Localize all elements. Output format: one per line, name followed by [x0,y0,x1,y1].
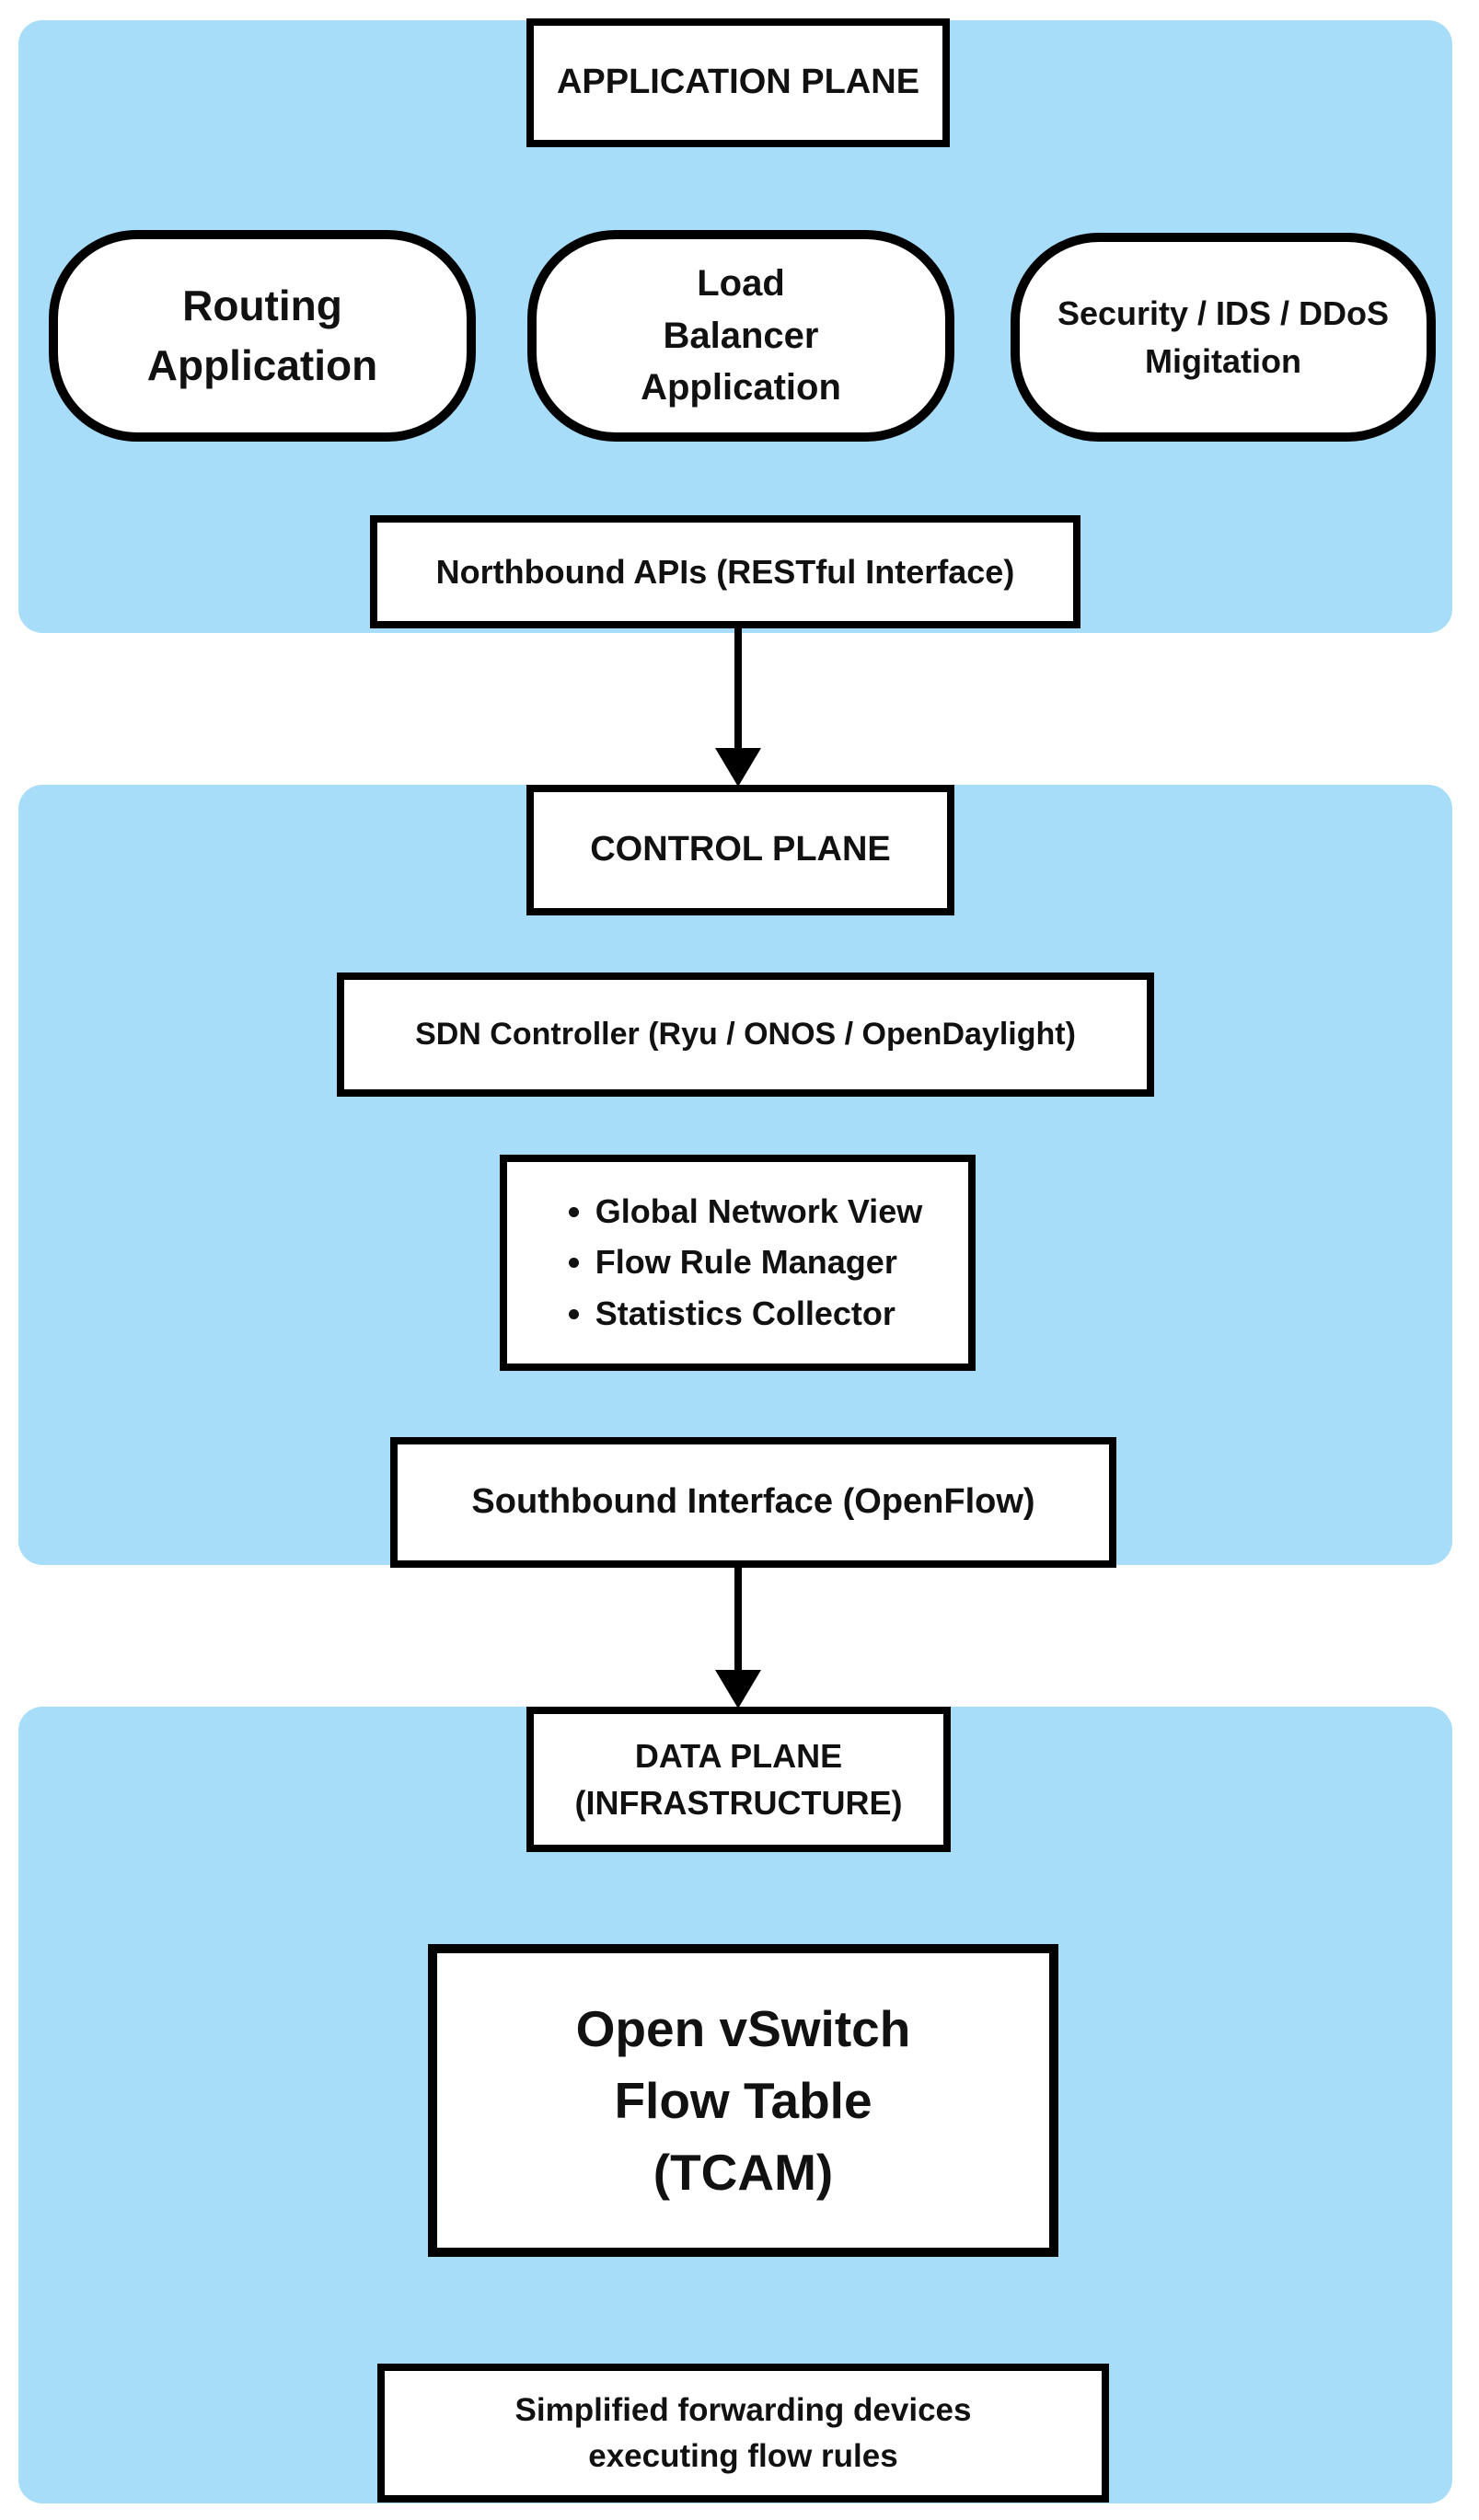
arrow-down-icon [715,1670,761,1709]
data-plane-title: DATA PLANE (INFRASTRUCTURE) [574,1736,903,1822]
forwarding-devices-note-label: Simplified forwarding devices executing … [514,2391,972,2474]
routing-application-label: Routing Application [146,281,378,389]
arrow-down-icon [715,748,761,787]
application-plane-title-box: APPLICATION PLANE [526,18,950,147]
sdn-controller-label: SDN Controller (Ryu / ONOS / OpenDayligh… [415,1017,1076,1053]
northbound-apis-box: Northbound APIs (RESTful Interface) [370,515,1080,628]
controller-function-list: Global Network View Flow Rule Manager St… [553,1183,922,1343]
data-plane-title-box: DATA PLANE (INFRASTRUCTURE) [526,1707,951,1852]
load-balancer-application-label: Load Balancer Application [641,262,841,408]
arrow-southbound-to-data-shaft [734,1566,742,1672]
security-ids-ddos-label: Security / IDS / DDoS Migitation [1057,294,1390,380]
controller-functions-box: Global Network View Flow Rule Manager St… [500,1155,976,1371]
security-ids-ddos-node: Security / IDS / DDoS Migitation [1011,233,1436,442]
northbound-apis-label: Northbound APIs (RESTful Interface) [435,552,1015,591]
arrow-northbound-to-control-shaft [734,627,742,752]
southbound-interface-box: Southbound Interface (OpenFlow) [390,1437,1116,1568]
list-item-statistics-collector: Statistics Collector [595,1292,922,1337]
list-item-flow-rule-manager: Flow Rule Manager [595,1240,922,1285]
control-plane-title-box: CONTROL PLANE [526,785,954,915]
sdn-controller-box: SDN Controller (Ryu / ONOS / OpenDayligh… [337,972,1154,1097]
list-item-global-network-view: Global Network View [595,1190,922,1235]
southbound-interface-label: Southbound Interface (OpenFlow) [471,1482,1035,1522]
forwarding-devices-note-box: Simplified forwarding devices executing … [377,2364,1109,2503]
routing-application-node: Routing Application [49,230,476,442]
open-vswitch-flow-table-box: Open vSwitch Flow Table (TCAM) [428,1944,1058,2257]
control-plane-title: CONTROL PLANE [590,830,891,869]
load-balancer-application-node: Load Balancer Application [527,230,954,442]
application-plane-title: APPLICATION PLANE [556,63,920,102]
open-vswitch-flow-table-label: Open vSwitch Flow Table (TCAM) [575,1999,911,2202]
